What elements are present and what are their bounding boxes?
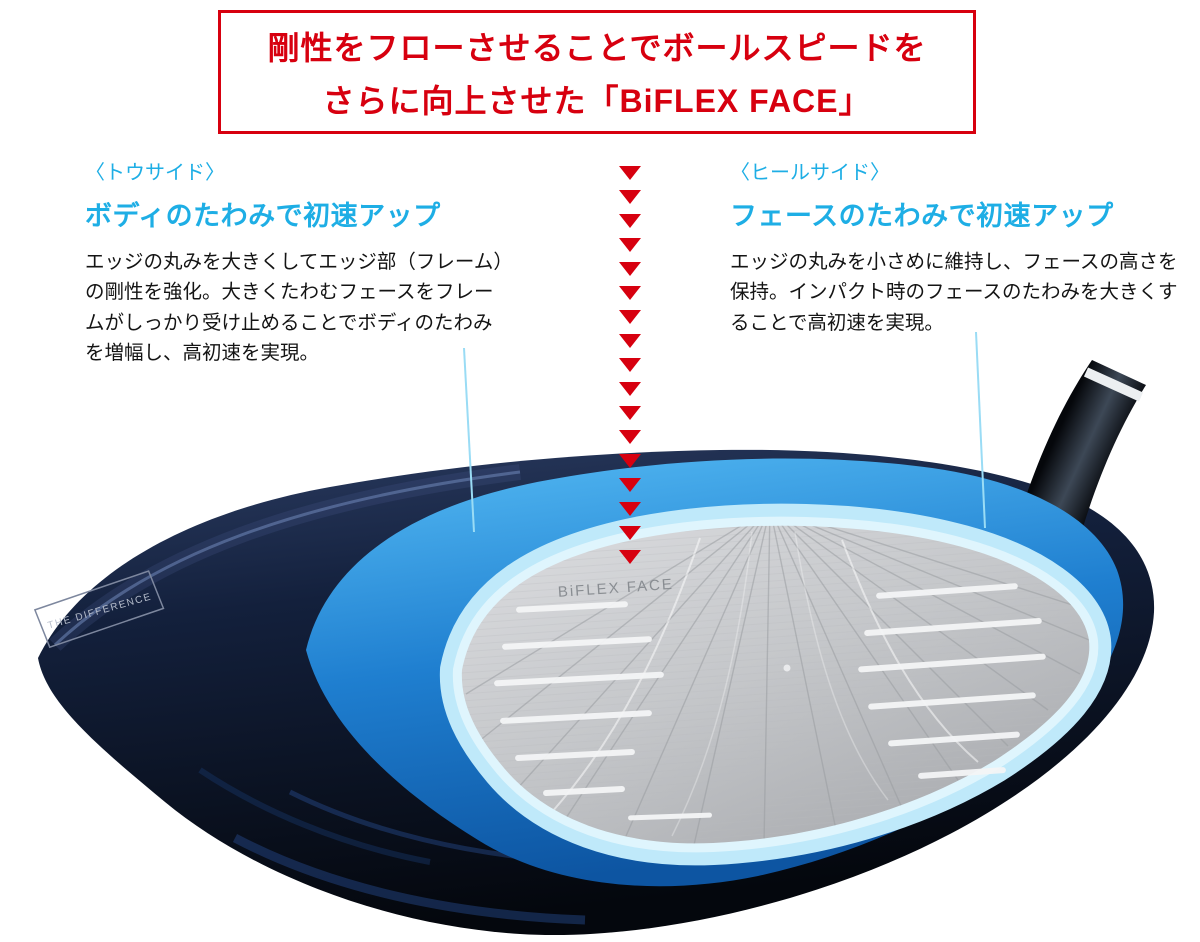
groove-line <box>693 525 771 844</box>
header-line-1: 剛性をフローさせることでボールスピードを <box>267 29 927 66</box>
hosel-band <box>1083 367 1144 402</box>
header-box: 剛性をフローさせることでボールスピードを さらに向上させた「BiFLEX FAC… <box>218 10 976 134</box>
score-line <box>876 583 1018 599</box>
down-arrow-icon <box>619 310 641 324</box>
leader-line-heel <box>975 331 986 529</box>
score-line <box>502 636 652 650</box>
down-arrow-icon <box>619 478 641 492</box>
score-line <box>868 692 1036 710</box>
face-center-dot <box>783 664 791 672</box>
score-line <box>628 812 712 821</box>
score-line <box>515 749 635 761</box>
score-line <box>543 786 625 796</box>
down-arrow-icon <box>619 286 641 300</box>
down-arrow-icon <box>619 334 641 348</box>
score-line <box>888 731 1020 747</box>
groove-line <box>465 525 771 695</box>
header-line-2: さらに向上させた「BiFLEX FACE」 <box>322 82 872 119</box>
toe-side-tag: 〈トウサイド〉 <box>85 162 225 184</box>
groove-line <box>769 525 1089 611</box>
groove-line <box>565 525 771 819</box>
down-arrow-icon <box>619 238 641 252</box>
down-arrow-icon <box>619 214 641 228</box>
hosel <box>1019 360 1146 544</box>
heel-side-heading: フェースのたわみで初速アップ <box>730 201 1114 231</box>
leader-line-toe <box>463 347 475 533</box>
down-arrow-icon <box>619 382 641 396</box>
groove-line <box>477 525 771 743</box>
down-arrow-icon <box>619 262 641 276</box>
heel-side-section: 〈ヒールサイド〉 フェースのたわみで初速アップ エッジの丸みを小さめに維持し、フ… <box>730 156 1188 338</box>
down-arrow-icon <box>619 358 641 372</box>
heel-side-tag: 〈ヒールサイド〉 <box>730 162 890 184</box>
down-arrow-icon <box>619 526 641 540</box>
score-lines <box>494 583 1046 821</box>
groove-line <box>625 525 771 837</box>
groove-line <box>769 525 959 781</box>
groove-line <box>769 525 1009 747</box>
score-line <box>516 601 628 613</box>
down-arrow-icon <box>619 166 641 180</box>
down-arrow-icon <box>619 190 641 204</box>
groove-line <box>769 525 1049 711</box>
score-line <box>494 671 664 687</box>
down-arrow-icon <box>619 550 641 564</box>
heel-side-body: エッジの丸みを小さめに維持し、フェースの高さを保持。インパクト時のフェースのたわ… <box>730 251 1178 334</box>
score-line <box>858 653 1046 673</box>
down-arrow-icon <box>619 502 641 516</box>
toe-side-heading: ボディのたわみで初速アップ <box>85 201 441 231</box>
toe-side-section: 〈トウサイド〉 ボディのたわみで初速アップ エッジの丸みを大きくしてエッジ部（フ… <box>85 156 505 369</box>
groove-line <box>769 525 903 809</box>
groove-line <box>763 525 771 844</box>
score-line <box>864 618 1042 636</box>
crown-highlight <box>49 464 522 651</box>
toe-side-body: エッジの丸みを大きくしてエッジ部（フレーム）の剛性を強化。大きくたわむフェースを… <box>85 251 504 365</box>
groove-line <box>769 525 837 831</box>
red-arrow-column <box>619 166 641 564</box>
face-contours <box>551 531 979 837</box>
down-arrow-icon <box>619 454 641 468</box>
score-line <box>918 767 1006 779</box>
down-arrow-icon <box>619 430 641 444</box>
score-line <box>500 710 652 724</box>
groove-line <box>515 525 771 791</box>
down-arrow-icon <box>619 406 641 420</box>
